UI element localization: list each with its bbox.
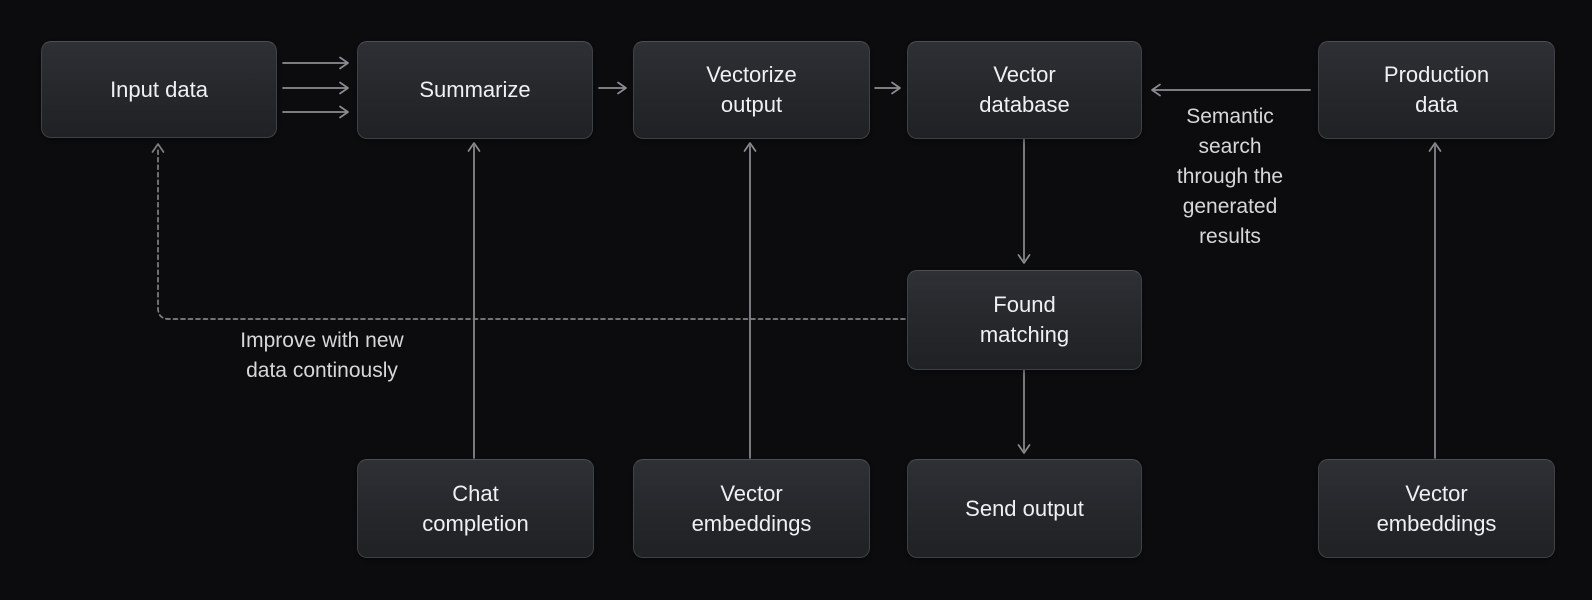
edge-label-semantic-search: Semantic search through the generated re… — [1176, 105, 1284, 248]
arrow-production-to-vectordb — [1151, 83, 1311, 97]
edge-label-improve-continuously: Improve with new data continously — [240, 329, 404, 382]
arrow-found-to-input-feedback — [151, 143, 906, 320]
arrow-summarize-to-vectorize — [598, 81, 627, 95]
node-summarize: Summarize — [357, 41, 593, 139]
node-production-data: Production data — [1318, 41, 1555, 139]
node-input-data: Input data — [41, 41, 277, 138]
arrow-vectorize-to-vectordb — [874, 81, 901, 95]
node-send-output: Send output — [907, 459, 1142, 558]
node-vectorize-output: Vectorize output — [633, 41, 870, 139]
arrow-input-to-summarize — [282, 56, 349, 119]
node-chat-completion: Chat completion — [357, 459, 594, 558]
arrow-chat-to-summarize — [467, 142, 481, 459]
node-vector-embeddings-left: Vector embeddings — [633, 459, 870, 558]
node-found-matching: Found matching — [907, 270, 1142, 370]
node-vector-embeddings-right: Vector embeddings — [1318, 459, 1555, 558]
node-vector-database: Vector database — [907, 41, 1142, 139]
arrow-found-to-send — [1017, 368, 1031, 454]
arrow-vectordb-to-found — [1017, 137, 1031, 264]
arrow-vembed-right-to-production — [1428, 142, 1442, 459]
arrow-vembed-left-to-vectorize — [743, 142, 757, 459]
